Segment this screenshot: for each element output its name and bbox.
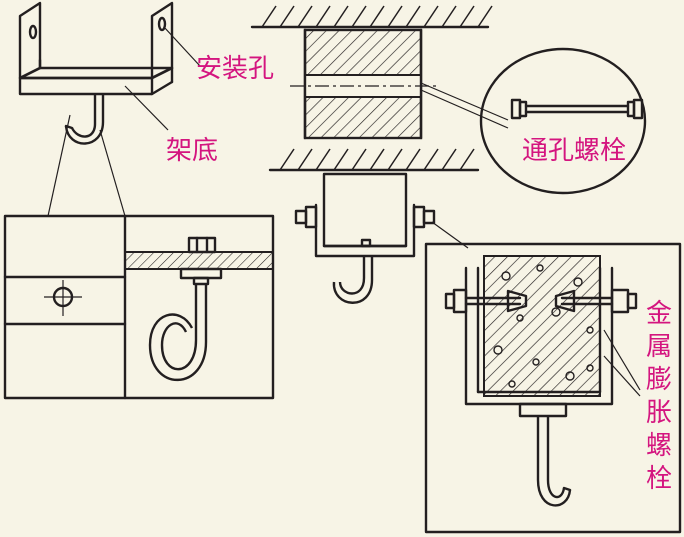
leader-mounting-hole (163, 26, 201, 67)
orthographic-views (3, 214, 275, 400)
hanger-bracket (294, 172, 469, 304)
label-mounting-hole: 安装孔 (196, 54, 275, 84)
through-bolt-callout (479, 47, 647, 195)
section-hook (536, 416, 572, 507)
mounting-hole-right (157, 16, 167, 32)
leader-frame-base (124, 85, 169, 131)
through-bolt-section (250, 5, 509, 172)
label-metal-expansion-bolt: 金属膨胀螺栓 (645, 299, 672, 494)
mounting-hole-left (28, 24, 38, 40)
frame-hook (70, 94, 97, 138)
large-hook (160, 284, 198, 371)
hook-frame-isometric (18, 1, 174, 145)
label-through-bolt: 通孔螺栓 (522, 136, 627, 166)
label-frame-base: 架底 (166, 136, 219, 166)
expansion-bolt-section (424, 242, 682, 534)
